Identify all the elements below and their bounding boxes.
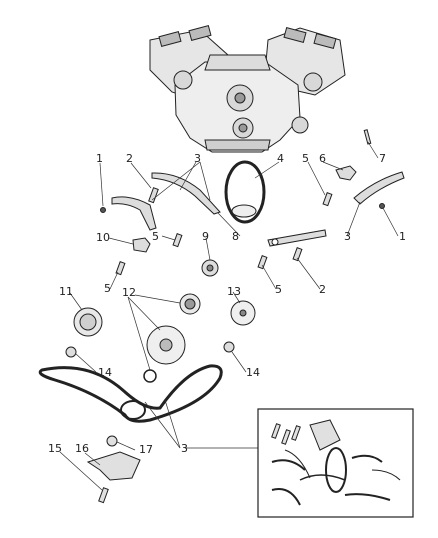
callout-5: 5 bbox=[104, 282, 111, 295]
callout-17: 17 bbox=[139, 443, 153, 456]
callout-7: 7 bbox=[379, 152, 386, 165]
callout-2: 2 bbox=[126, 152, 133, 165]
callout-5: 5 bbox=[275, 283, 282, 296]
callout-14: 14 bbox=[98, 366, 112, 379]
inset-detail bbox=[257, 408, 414, 518]
callout-13: 13 bbox=[227, 285, 241, 298]
callout-3: 3 bbox=[194, 152, 201, 165]
chain-guide-left-upper bbox=[111, 196, 157, 231]
tensioner-arm-lower bbox=[267, 229, 327, 247]
callout-1: 1 bbox=[399, 230, 406, 243]
timing-chain bbox=[38, 364, 223, 423]
callout-2: 2 bbox=[319, 283, 326, 296]
callout-4: 4 bbox=[277, 152, 284, 165]
callout-9: 9 bbox=[202, 230, 209, 243]
sprockets bbox=[65, 293, 256, 383]
lower-bracket bbox=[86, 435, 141, 504]
engine-block bbox=[149, 24, 346, 153]
chain-guide-right-upper bbox=[353, 171, 405, 205]
callout-11: 11 bbox=[59, 285, 73, 298]
callout-10: 10 bbox=[96, 231, 110, 244]
leader-lines bbox=[59, 141, 399, 491]
callout-14: 14 bbox=[246, 366, 260, 379]
callout-5: 5 bbox=[152, 230, 159, 243]
callout-5: 5 bbox=[302, 152, 309, 165]
callout-12: 12 bbox=[122, 286, 136, 299]
secondary-timing-chain bbox=[224, 160, 266, 224]
small-hardware bbox=[100, 129, 385, 277]
tensioner-arm-upper bbox=[151, 172, 221, 215]
callout-labels: 1 2 3 4 6 7 5 1 3 8 10 5 9 5 5 2 11 12 1… bbox=[48, 152, 406, 456]
callout-16: 16 bbox=[75, 442, 89, 455]
callout-6: 6 bbox=[319, 152, 326, 165]
callout-3: 3 bbox=[181, 442, 188, 455]
callout-8: 8 bbox=[232, 230, 239, 243]
callout-1: 1 bbox=[96, 152, 103, 165]
callout-15: 15 bbox=[48, 442, 62, 455]
callout-3: 3 bbox=[344, 230, 351, 243]
